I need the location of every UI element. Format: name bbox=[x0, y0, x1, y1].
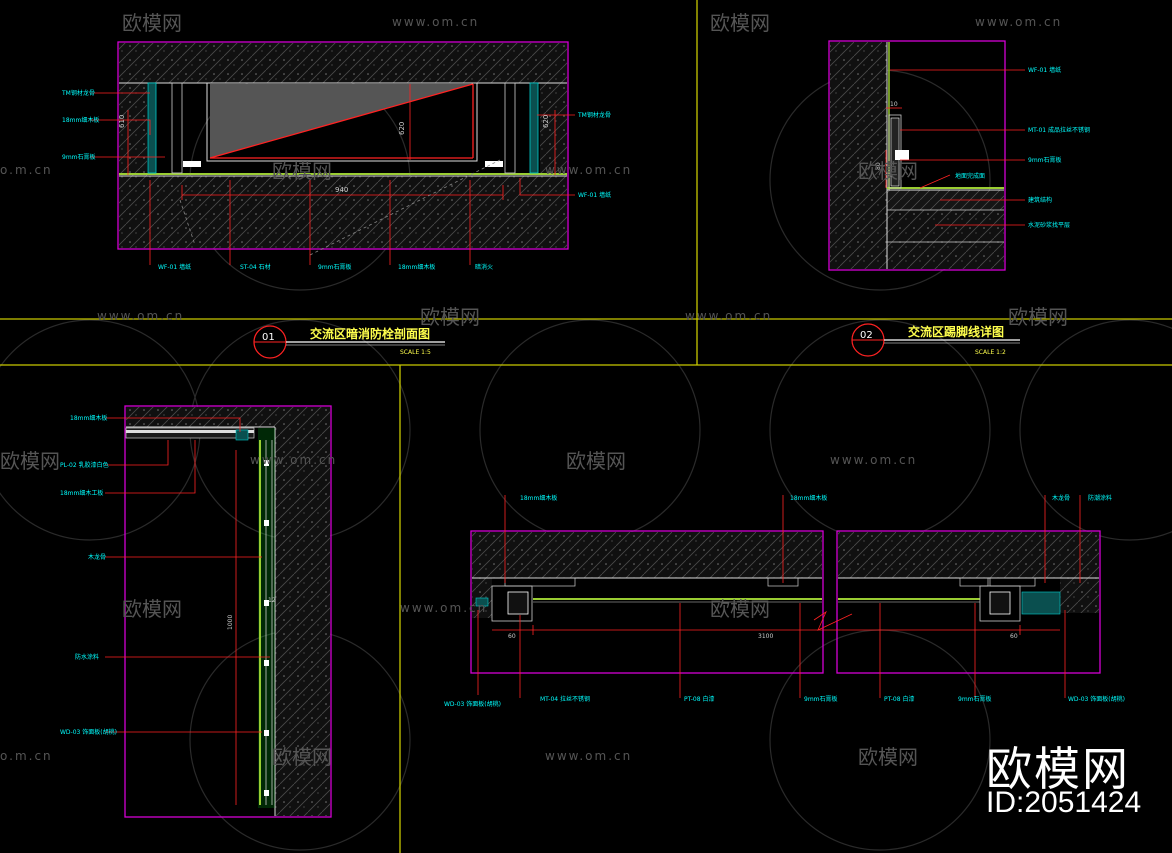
wm-url-10: www.om.cn bbox=[545, 749, 632, 763]
d02-label-4: 地面完成面 bbox=[955, 172, 985, 180]
drawing-02-title: 交流区踢脚线详图 bbox=[908, 324, 1004, 339]
wm-url-11: o.m.cn bbox=[0, 749, 53, 763]
wm-brand-9: 欧模网 bbox=[122, 597, 182, 621]
d04-label-4: 防潮涂料 bbox=[1088, 494, 1112, 502]
corner-brand-name: 欧模网 bbox=[986, 742, 1130, 796]
d04-label-1: 18mm细木板 bbox=[520, 494, 557, 502]
drawing-04-ceiling-section: 60 3100 60 18mm细木板 18mm细木板 木龙骨 防潮涂料 WD-0… bbox=[444, 494, 1125, 708]
d04-label-5: WD-03 饰面板(胡桃) bbox=[444, 700, 501, 708]
drawing-01-number: 01 bbox=[262, 332, 275, 343]
d03-label-6: WD-03 饰面板(胡桃) bbox=[60, 728, 117, 736]
d03-label-5: 防水涂料 bbox=[75, 653, 99, 661]
wm-brand-4: 欧模网 bbox=[858, 159, 918, 183]
d03-dim-2: 12 bbox=[268, 597, 276, 604]
wm-url-2: www.om.cn bbox=[975, 15, 1062, 29]
d04-label-9: PT-08 白漆 bbox=[884, 695, 914, 703]
d01-label-2: 18mm细木板 bbox=[62, 116, 99, 124]
d02-dim-1: 10 bbox=[890, 101, 898, 108]
drawing-02-title-block: 02 交流区踢脚线详图 SCALE 1:2 bbox=[851, 323, 1020, 357]
d02-dim-2: 80 bbox=[875, 162, 882, 170]
d04-label-7: PT-08 白漆 bbox=[684, 695, 714, 703]
wm-brand-3: 欧模网 bbox=[272, 159, 332, 183]
d02-label-1: WF-01 墙纸 bbox=[1028, 66, 1061, 74]
wm-brand-10: 欧模网 bbox=[710, 597, 770, 621]
wm-brand-12: 欧模网 bbox=[858, 745, 918, 769]
drawing-01-section: 620 940 620 610 TM钢材龙骨 18mm细木板 9mm石膏板 TM… bbox=[61, 41, 611, 271]
d01-label-10: 暗消火 bbox=[475, 263, 493, 271]
d01-label-4: TM钢材龙骨 bbox=[577, 111, 611, 119]
d04-dim-1: 60 bbox=[508, 633, 516, 640]
d01-label-7: ST-04 石材 bbox=[240, 263, 271, 271]
dim-right-height: 610 bbox=[118, 115, 126, 128]
wm-url-7: www.om.cn bbox=[250, 453, 337, 467]
d01-label-5: WF-01 墙纸 bbox=[578, 191, 611, 199]
wm-url-4: o.m.cn bbox=[0, 163, 53, 177]
d02-label-6: 水泥砂浆找平层 bbox=[1028, 221, 1070, 229]
d02-label-3: 9mm石膏板 bbox=[1028, 156, 1062, 164]
wm-url-5: www.om.cn bbox=[97, 309, 184, 323]
drawing-02-scale: SCALE 1:2 bbox=[975, 349, 1006, 356]
d04-dim-3: 60 bbox=[1010, 633, 1018, 640]
drawing-02-detail: 10 80 WF-01 墙纸 MT-01 成品拉丝不锈钢 9mm石膏板 地面完成… bbox=[828, 40, 1090, 271]
d01-label-9: 18mm细木板 bbox=[398, 263, 435, 271]
d04-label-3: 木龙骨 bbox=[1052, 494, 1070, 502]
corner-brand-id: ID:2051424 bbox=[986, 786, 1142, 819]
d01-label-6: WF-01 墙纸 bbox=[158, 263, 191, 271]
wm-url-8: www.om.cn bbox=[830, 453, 917, 467]
drawing-01-title-block: 01 交流区暗消防栓剖面图 SCALE 1:5 bbox=[253, 325, 445, 359]
dim-box-height: 620 bbox=[398, 122, 406, 135]
wm-brand-11: 欧模网 bbox=[272, 745, 332, 769]
wm-url-3: www.om.cn bbox=[545, 163, 632, 177]
d03-label-4: 木龙骨 bbox=[88, 553, 106, 561]
d04-label-10: 9mm石膏板 bbox=[958, 695, 992, 703]
wm-url-9: www.om.cn bbox=[400, 601, 487, 615]
wm-brand-6: 欧模网 bbox=[1008, 305, 1068, 329]
drawing-01-scale: SCALE 1:5 bbox=[400, 349, 431, 356]
watermarks: www.om.cn www.om.cn www.om.cn o.m.cn www… bbox=[0, 11, 1068, 769]
d02-label-5: 建筑结构 bbox=[1028, 196, 1052, 204]
wm-brand-2: 欧模网 bbox=[710, 11, 770, 35]
d03-label-1: 18mm细木板 bbox=[70, 414, 107, 422]
d04-label-11: WD-03 饰面板(胡桃) bbox=[1068, 695, 1125, 703]
d03-label-2: PL-02 乳胶漆白色 bbox=[60, 461, 109, 469]
wm-url-6: www.om.cn bbox=[685, 309, 772, 323]
d04-label-2: 18mm细木板 bbox=[790, 494, 827, 502]
drawing-01-title: 交流区暗消防栓剖面图 bbox=[310, 326, 430, 341]
wm-brand-7: 欧模网 bbox=[0, 449, 60, 473]
wm-brand-8: 欧模网 bbox=[566, 449, 626, 473]
wm-url-1: www.om.cn bbox=[392, 15, 479, 29]
dim-width: 940 bbox=[335, 186, 348, 194]
d03-label-3: 18mm细木工板 bbox=[60, 489, 103, 497]
dim-left-height: 620 bbox=[542, 115, 550, 128]
d02-label-2: MT-01 成品拉丝不锈钢 bbox=[1028, 126, 1090, 134]
d04-dim-2: 3100 bbox=[758, 633, 773, 640]
wm-brand-1: 欧模网 bbox=[122, 11, 182, 35]
d04-label-8: 9mm石膏板 bbox=[804, 695, 838, 703]
d04-label-6: MT-04 拉丝不锈钢 bbox=[540, 695, 590, 703]
d01-label-3: 9mm石膏板 bbox=[62, 153, 96, 161]
drawing-03-wall-section: 1000 12 18mm细木板 PL-02 乳胶漆白色 18mm细木工板 木龙骨… bbox=[60, 405, 332, 818]
drawing-02-number: 02 bbox=[860, 330, 873, 341]
wm-brand-5: 欧模网 bbox=[420, 305, 480, 329]
d03-dim-1: 1000 bbox=[227, 615, 234, 630]
d01-label-8: 9mm石膏板 bbox=[318, 263, 352, 271]
d01-label-1: TM钢材龙骨 bbox=[61, 89, 95, 97]
